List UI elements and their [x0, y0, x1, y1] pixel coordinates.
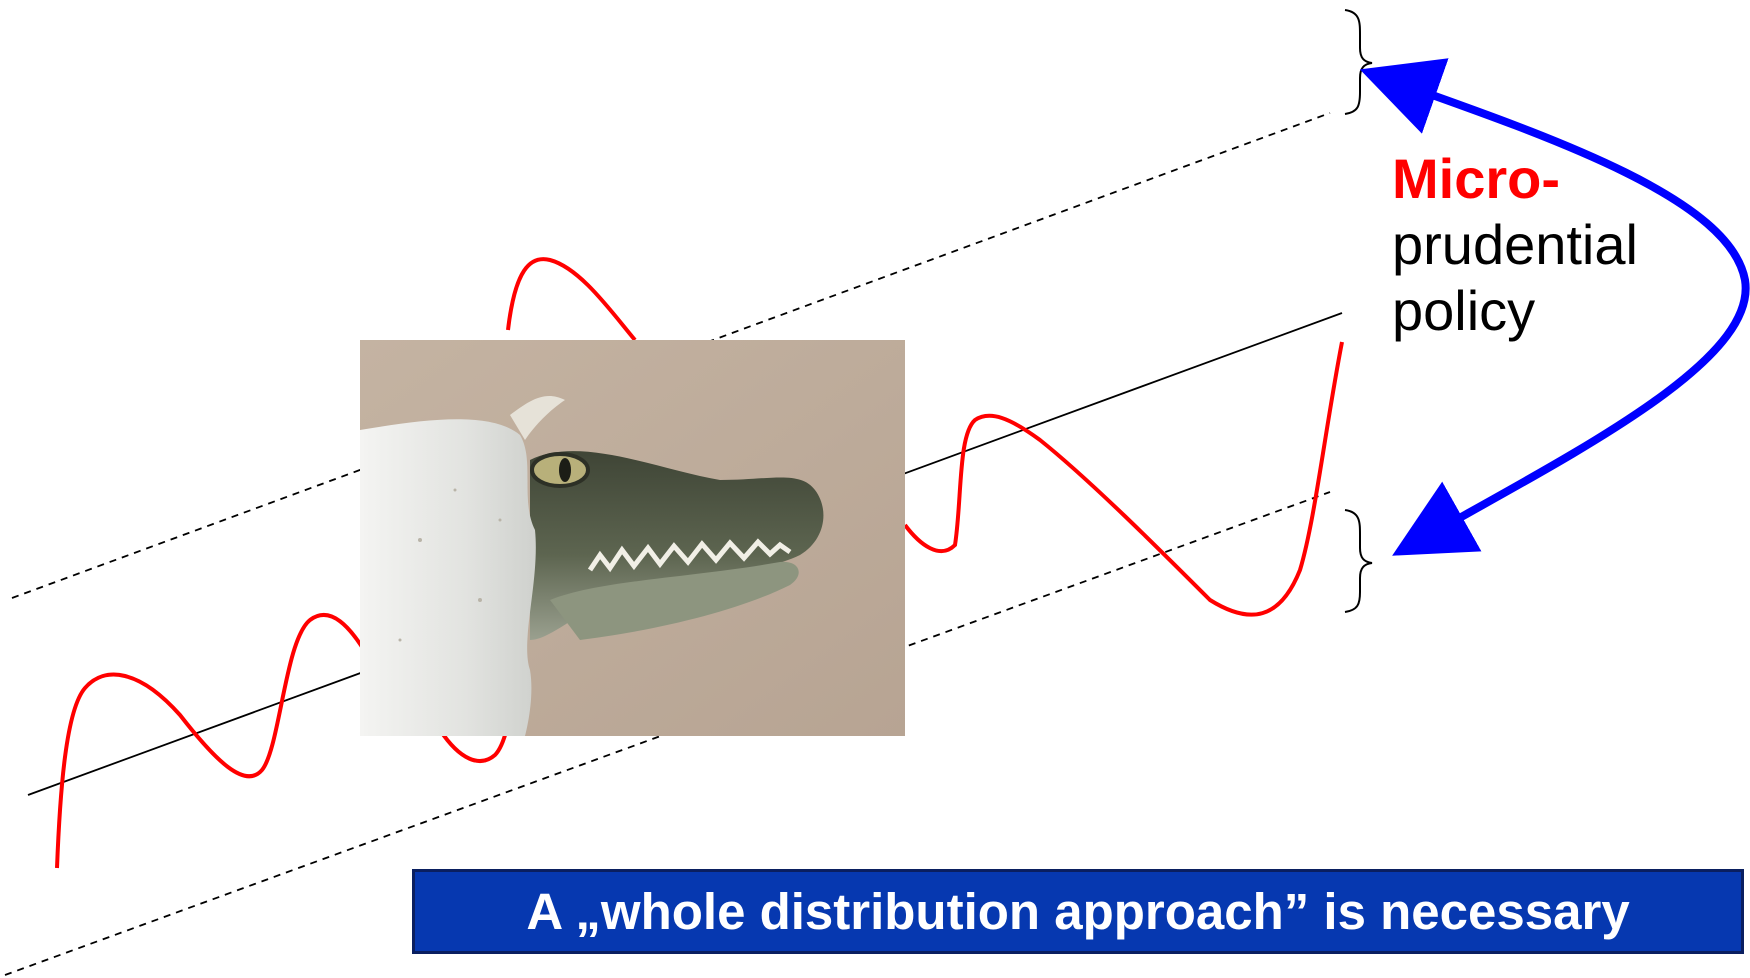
hatching-crocodile-photo — [360, 340, 905, 736]
credit-cycle-wave — [55, 257, 1344, 869]
banner-text: A „whole distribution approach” is neces… — [526, 883, 1630, 940]
upper-bracket-icon — [1344, 9, 1373, 115]
lower-bracket-icon — [1344, 509, 1373, 613]
conclusion-banner: A „whole distribution approach” is neces… — [412, 869, 1744, 954]
double-arrow-icon — [1359, 58, 1750, 556]
label-line-3: policy — [1392, 279, 1536, 342]
label-accent-text: Micro- — [1392, 147, 1560, 210]
micro-prudential-label: Micro- prudential policy — [1392, 146, 1638, 344]
label-line-2: prudential — [1392, 213, 1638, 276]
